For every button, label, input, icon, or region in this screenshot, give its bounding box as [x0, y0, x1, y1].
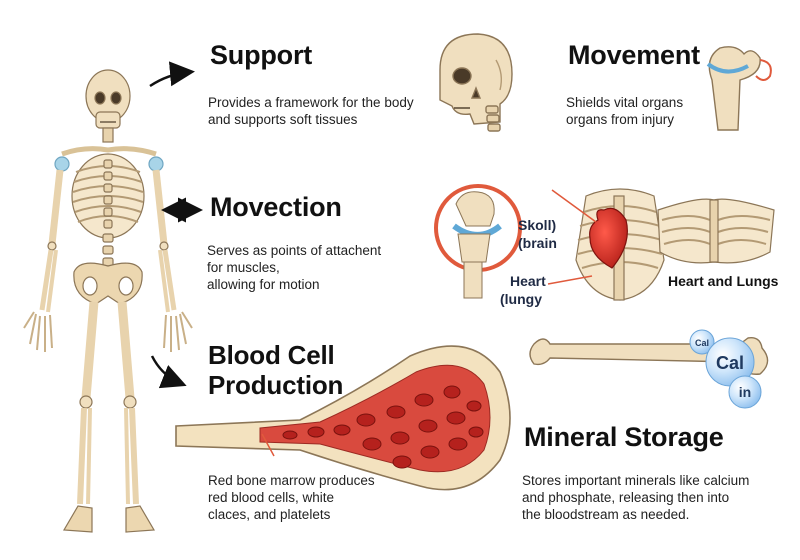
support-description: Provides a framework for the body and su… [208, 94, 414, 128]
blood-cell-description: Red bone marrow produces red blood cells… [208, 472, 375, 523]
mineral-storage-title: Mineral Storage [524, 422, 724, 452]
mineral-storage-description: Stores important minerals like calcium a… [522, 472, 749, 523]
knee-joint-illustration [434, 184, 522, 299]
bubble-label-2: Cal [716, 353, 744, 373]
movement-desc-line: organs from injury [566, 112, 675, 127]
skull-illustration [439, 33, 513, 132]
label-skull-brain-2: (brain [518, 235, 557, 251]
bubble-label-3: in [739, 384, 751, 400]
movement-title: Movement [568, 40, 700, 70]
blood-desc-line: claces, and platelets [208, 507, 331, 522]
blood-title-line: Blood Cell [208, 340, 335, 370]
support-title: Support [210, 40, 313, 70]
movement-desc-line: Shields vital organs [566, 95, 684, 110]
movement-description: Shields vital organs organs from injury [566, 94, 683, 128]
heart-and-lungs-label: Heart and Lungs [668, 273, 779, 289]
movection-description: Serves as points of attachent for muscle… [207, 242, 381, 293]
movection-desc-line: allowing for motion [207, 277, 320, 292]
movection-desc-line: for muscles, [207, 260, 280, 275]
mineral-desc-line: the bloodstream as needed. [522, 507, 690, 522]
blood-cell-title: Blood Cell Production [208, 340, 343, 400]
skeleton-figure [23, 69, 193, 533]
support-desc-line: and supports soft tissues [208, 112, 358, 127]
label-heart-lungy-1: Heart [510, 273, 546, 289]
blood-title-line: Production [208, 370, 344, 400]
blood-desc-line: Red bone marrow produces [208, 473, 375, 488]
support-desc-line: Provides a framework for the body [208, 95, 414, 110]
ribcage-heart-illustration [575, 188, 665, 301]
callout-lines [547, 189, 597, 285]
mineral-desc-line: and phosphate, releasing then into [522, 490, 730, 505]
ribcage-illustration [657, 198, 775, 264]
joint-illustration [706, 46, 772, 131]
movection-title: Movection [210, 192, 342, 222]
movection-desc-line: Serves as points of attachent [207, 243, 382, 258]
mineral-desc-line: Stores important minerals like calcium [522, 473, 750, 488]
bone-marrow-cross-section [175, 345, 511, 491]
blood-desc-line: red blood cells, white [208, 490, 335, 505]
connector-arrows [149, 61, 203, 389]
mineral-bubbles: Cal Cal in [689, 329, 762, 409]
bubble-label-1: Cal [695, 338, 709, 348]
label-heart-lungy-2: (lungy [500, 291, 542, 307]
label-skull-brain-1: Skoll) [518, 217, 556, 233]
